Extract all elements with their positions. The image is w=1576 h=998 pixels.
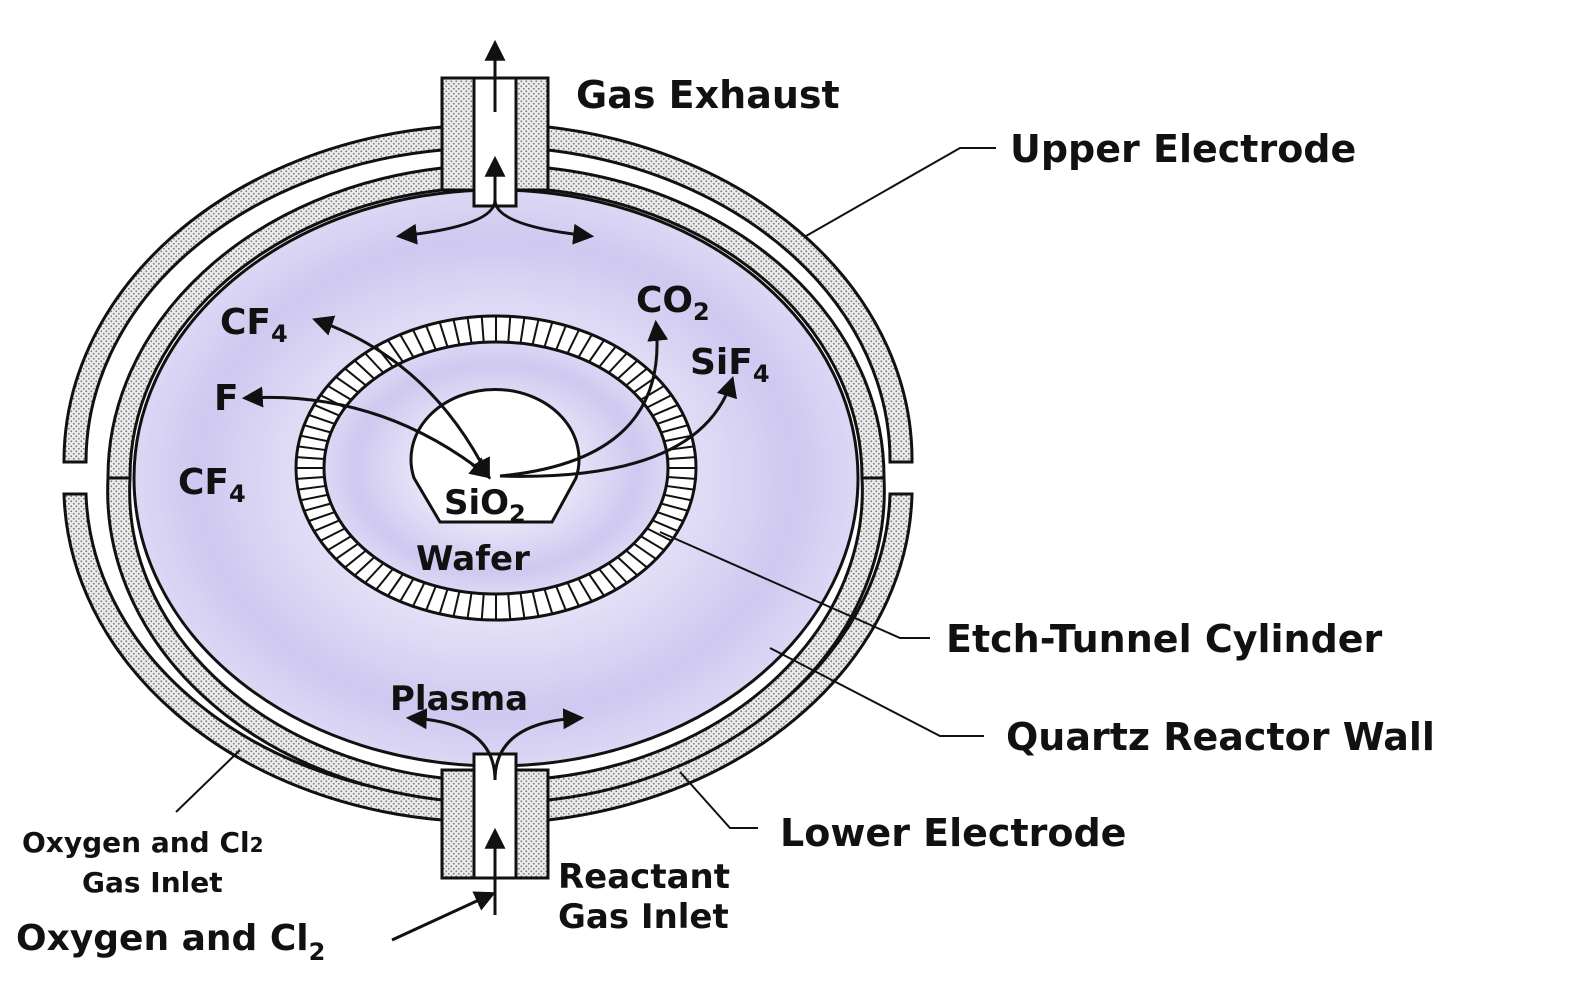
species-f: F bbox=[214, 378, 239, 419]
cylinder-hatch-mark bbox=[616, 556, 639, 577]
cylinder-hatch-mark bbox=[320, 527, 346, 542]
cylinder-hatch-mark bbox=[598, 568, 617, 591]
cylinder-hatch-mark bbox=[607, 562, 628, 584]
cylinder-hatch-mark bbox=[543, 588, 554, 615]
upper-electrode-shell-right bbox=[546, 125, 914, 464]
cylinder-hatch-mark bbox=[660, 424, 689, 434]
flow-arrows bbox=[241, 39, 737, 942]
cylinder-hatch-mark bbox=[297, 484, 326, 491]
cylinder-hatch-mark bbox=[507, 593, 512, 620]
cylinder-hatch-mark bbox=[616, 359, 639, 380]
reactant-gas-inlet-label-line2: Gas Inlet bbox=[558, 897, 729, 937]
cylinder-hatch-mark bbox=[656, 413, 684, 425]
cylinder-hatch-mark bbox=[667, 475, 696, 480]
cylinder-hatch-mark bbox=[353, 556, 376, 577]
cylinder-hatch-mark bbox=[633, 542, 657, 560]
cylinder-hatch-mark bbox=[466, 592, 473, 619]
cylinder-hatch-mark bbox=[387, 573, 404, 597]
cylinder-hatch-mark bbox=[507, 316, 512, 343]
cylinder-hatch-mark bbox=[656, 511, 684, 523]
cylinder-hatch-mark bbox=[646, 527, 672, 542]
cylinder-hatch-mark bbox=[480, 593, 485, 620]
cylinder-hatch-mark bbox=[364, 562, 385, 584]
cylinder-hatch-mark bbox=[438, 588, 449, 615]
cylinder-hatch-mark bbox=[308, 511, 336, 523]
oxygen-cl2-inlet-label-line2: Gas Inlet bbox=[82, 866, 223, 899]
cylinder-hatch-mark bbox=[577, 578, 593, 602]
cylinder-hatch-mark bbox=[327, 535, 352, 552]
cylinder-hatch-mark bbox=[667, 456, 696, 461]
cylinder-hatch-mark bbox=[625, 549, 648, 569]
cylinder-hatch-mark bbox=[652, 403, 679, 417]
cylinder-hatch-mark bbox=[344, 549, 367, 569]
cylinder-hatch-mark bbox=[663, 434, 692, 443]
cylinder-hatch-mark bbox=[555, 585, 567, 611]
cylinder-hatch-mark bbox=[660, 502, 689, 512]
quartz-reactor-wall-label: Quartz Reactor Wall bbox=[1006, 715, 1435, 759]
quartz-reactor-wall-bottom-right bbox=[546, 476, 886, 802]
oxygen-cl2-inlet-label-line1: Oxygen and Cl2 bbox=[22, 826, 264, 859]
cylinder-hatch-mark bbox=[412, 582, 426, 607]
cylinder-hatch-mark bbox=[452, 590, 461, 617]
cylinder-hatch-mark bbox=[300, 493, 329, 502]
cylinder-hatch-mark bbox=[646, 394, 672, 409]
cylinder-hatch-mark bbox=[519, 317, 526, 344]
cylinder-hatch-mark bbox=[375, 568, 394, 591]
cylinder-hatch-mark bbox=[519, 592, 526, 619]
leader-lines bbox=[175, 147, 996, 829]
cylinder-hatch-mark bbox=[577, 334, 593, 358]
cylinder-hatch-mark bbox=[555, 325, 567, 351]
cylinder-hatch-mark bbox=[425, 585, 437, 611]
cylinder-hatch-mark bbox=[531, 590, 540, 617]
species-cf4-top: CF4 bbox=[220, 302, 288, 348]
cylinder-hatch-mark bbox=[335, 542, 359, 560]
cylinder-hatch-mark bbox=[666, 484, 695, 491]
cylinder-hatch-mark bbox=[640, 535, 665, 552]
cylinder-hatch-mark bbox=[663, 493, 692, 502]
cylinder-hatch-mark bbox=[625, 367, 648, 387]
species-co2: CO2 bbox=[636, 280, 710, 326]
cylinder-hatch-mark bbox=[303, 502, 332, 512]
plasma-label: Plasma bbox=[390, 679, 528, 719]
cylinder-hatch-mark bbox=[640, 384, 665, 401]
cylinder-hatch-mark bbox=[531, 319, 540, 346]
cylinder-hatch-mark bbox=[313, 519, 340, 533]
cylinder-hatch-mark bbox=[598, 345, 617, 368]
etch-tunnel-cylinder-label: Etch-Tunnel Cylinder bbox=[946, 617, 1383, 661]
upper-electrode-label: Upper Electrode bbox=[1010, 127, 1356, 171]
cylinder-hatch-mark bbox=[399, 578, 415, 602]
cylinder-hatch-mark bbox=[588, 339, 605, 363]
oxygen-cl2-bottom-label: Oxygen and Cl2 bbox=[16, 918, 325, 966]
species-sif4: SiF4 bbox=[690, 342, 770, 388]
species-sio2: SiO2 bbox=[444, 483, 526, 528]
lower-electrode-label: Lower Electrode bbox=[780, 811, 1126, 855]
wafer-label: Wafer bbox=[416, 539, 530, 579]
reactant-gas-inlet-label-line1: Reactant bbox=[558, 857, 730, 897]
species-cf4-left: CF4 bbox=[178, 462, 246, 508]
cylinder-hatch-mark bbox=[588, 573, 605, 597]
cylinder-hatch-mark bbox=[652, 519, 679, 533]
cylinder-hatch-mark bbox=[543, 321, 554, 348]
gas-exhaust-label: Gas Exhaust bbox=[576, 73, 840, 117]
cylinder-hatch-mark bbox=[566, 582, 580, 607]
cylinder-hatch-mark bbox=[607, 352, 628, 374]
cylinder-hatch-mark bbox=[566, 329, 580, 354]
